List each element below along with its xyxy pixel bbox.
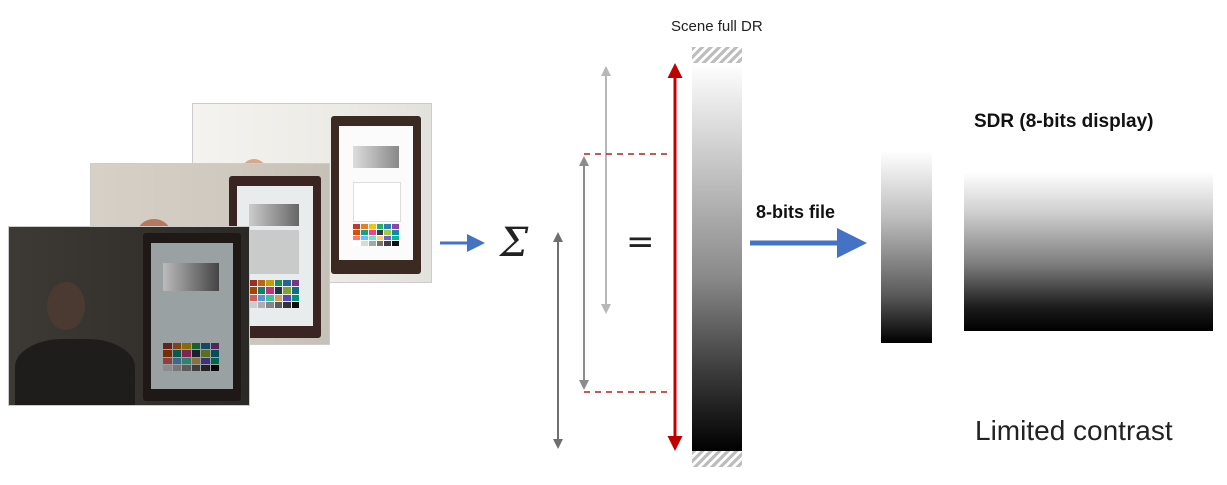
color-patch — [392, 241, 399, 246]
color-patch — [182, 350, 191, 357]
person-body — [15, 339, 135, 405]
color-checker — [163, 343, 219, 371]
color-patch — [191, 350, 200, 357]
color-patch — [191, 364, 200, 371]
color-patch — [384, 241, 392, 246]
color-patch — [376, 229, 384, 235]
color-patch — [353, 224, 360, 229]
file-label: 8-bits file — [756, 202, 836, 222]
sdr-label: SDR (8-bits display) — [974, 111, 1154, 132]
color-patch — [182, 364, 191, 371]
color-patch — [384, 229, 392, 235]
color-patch — [360, 235, 368, 241]
color-patch — [360, 229, 368, 235]
color-patch — [266, 287, 274, 294]
color-patch — [392, 224, 399, 229]
color-patch — [249, 280, 257, 287]
color-patch — [274, 294, 282, 301]
scene-dynamic-range-bar — [692, 63, 742, 451]
color-patch — [368, 241, 376, 246]
color-patch — [376, 241, 384, 246]
color-patch — [368, 224, 376, 229]
color-patch — [249, 294, 257, 301]
color-patch — [376, 235, 384, 241]
color-patch — [172, 343, 181, 350]
scene-bar-bottom-hatch — [692, 451, 742, 467]
photo-brightest-exposure — [192, 103, 432, 283]
color-patch — [291, 280, 299, 287]
color-patch — [266, 280, 274, 287]
person-head — [47, 282, 85, 330]
color-patch — [274, 301, 282, 308]
color-patch — [283, 280, 291, 287]
color-patch — [201, 350, 210, 357]
color-patch — [376, 224, 384, 229]
color-patch — [368, 229, 376, 235]
color-patch — [257, 287, 265, 294]
color-patch — [249, 287, 257, 294]
scene-bar-top-hatch — [692, 47, 742, 63]
color-patch — [274, 287, 282, 294]
color-patch — [163, 343, 172, 350]
color-patch — [353, 235, 360, 241]
color-patch — [210, 357, 219, 364]
color-patch — [257, 280, 265, 287]
color-patch — [201, 357, 210, 364]
color-patch — [249, 301, 257, 308]
sum-symbol: Σ — [500, 220, 529, 266]
color-patch — [210, 350, 219, 357]
equals-sign: = — [626, 222, 655, 262]
color-patch — [353, 229, 360, 235]
photo-darkest-exposure — [8, 226, 250, 406]
color-patch — [360, 241, 368, 246]
color-patch — [191, 357, 200, 364]
color-checker — [353, 224, 399, 246]
color-patch — [182, 343, 191, 350]
color-patch — [283, 294, 291, 301]
color-patch — [266, 294, 274, 301]
color-patch — [163, 357, 172, 364]
color-patch — [360, 224, 368, 229]
color-patch — [210, 364, 219, 371]
color-patch — [274, 280, 282, 287]
color-patch — [163, 350, 172, 357]
color-patch — [266, 301, 274, 308]
sdr-display-bar — [964, 172, 1213, 331]
color-patch — [172, 350, 181, 357]
color-patch — [283, 287, 291, 294]
color-patch — [384, 235, 392, 241]
color-patch — [201, 343, 210, 350]
color-patch — [172, 357, 181, 364]
limited-contrast-label: Limited contrast — [975, 415, 1173, 446]
chart-board — [143, 233, 241, 401]
color-patch — [210, 343, 219, 350]
color-patch — [172, 364, 181, 371]
scene-dr-label: Scene full DR — [671, 18, 763, 35]
color-patch — [353, 241, 360, 246]
color-patch — [163, 364, 172, 371]
color-patch — [291, 287, 299, 294]
chart-board — [331, 116, 421, 274]
color-patch — [392, 235, 399, 241]
color-patch — [257, 301, 265, 308]
color-patch — [384, 224, 392, 229]
color-patch — [201, 364, 210, 371]
chart-board — [229, 176, 321, 338]
color-patch — [392, 229, 399, 235]
color-patch — [182, 357, 191, 364]
color-patch — [291, 301, 299, 308]
file-range-bar — [881, 151, 932, 343]
color-patch — [283, 301, 291, 308]
color-patch — [368, 235, 376, 241]
color-checker — [249, 280, 299, 308]
color-patch — [291, 294, 299, 301]
color-patch — [191, 343, 200, 350]
color-patch — [257, 294, 265, 301]
